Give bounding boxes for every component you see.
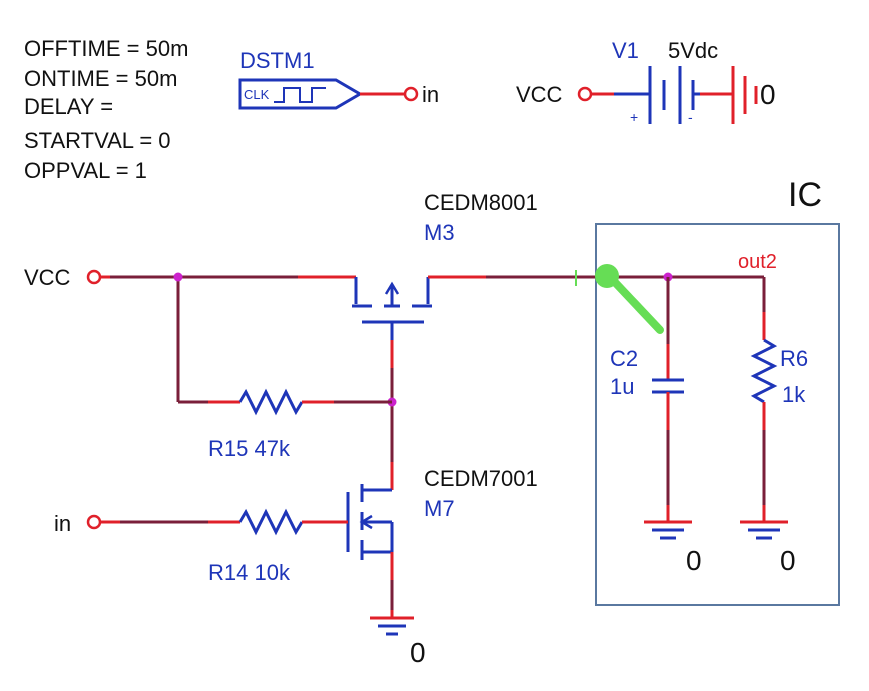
c2-ground-label: 0 [686,545,702,576]
offpage-connector-icon [86,514,102,530]
probe-shaft-icon [606,273,664,334]
resistor-zigzag-icon [238,508,304,536]
v1-ground-label: 0 [760,79,776,110]
stimulus-body [238,78,363,110]
v1-name: V1 [612,38,639,63]
stimulus-net-label: in [422,82,439,107]
offpage-connector-icon [86,269,102,285]
ic-box: IC [595,176,840,606]
m3-ref: M3 [424,220,455,245]
m7-nmos[interactable]: CEDM7001 M7 0 [346,466,538,668]
r14-ref: R14 [208,560,248,585]
r15-resistor[interactable]: R15 47k [208,388,392,461]
in-net-label: in [54,511,71,536]
dstm1-name: DSTM1 [240,48,315,73]
probe-tip-icon [595,264,619,288]
arrow-head-icon [359,514,373,530]
in-net: in [54,511,208,536]
ic-box-border [595,223,840,606]
arrow-head-icon [384,281,400,295]
stimulus-params: OFFTIME = 50m ONTIME = 50m DELAY = START… [24,36,188,183]
param-offtime: OFFTIME = 50m [24,36,188,61]
offpage-connector-icon [403,86,419,102]
r6-ground-label: 0 [780,545,796,576]
c2-value: 1u [610,374,634,399]
junction-dot [173,272,183,282]
vcc-net-label: VCC [24,265,71,290]
r6-ref: R6 [780,346,808,371]
v1-source[interactable]: V1 5Vdc VCC + - 0 [516,38,776,125]
vcc-net: VCC [24,265,356,404]
m7-ref: M7 [424,496,455,521]
out-net-label: out2 [738,251,777,273]
v1-net-label: VCC [516,82,563,107]
r14-resistor[interactable]: R14 10k [208,508,348,585]
param-delay: DELAY = [24,94,113,119]
minus-mark: - [688,109,693,125]
r14-label: R14 10k [208,560,291,585]
resistor-zigzag-icon [238,388,304,416]
r6-value: 1k [782,382,806,407]
clk-label: CLK [244,87,270,102]
v1-value: 5Vdc [668,38,718,63]
voltage-probe[interactable] [595,264,664,334]
param-oppval: OPPVAL = 1 [24,158,147,183]
param-startval: STARTVAL = 0 [24,128,171,153]
m7-ground-label: 0 [410,637,426,668]
r15-label: R15 47k [208,436,291,461]
c2-capacitor[interactable]: C2 1u 0 [610,277,702,576]
clock-wave-icon [274,87,326,103]
r6-resistor[interactable]: R6 1k 0 [740,277,808,576]
m3-pmos[interactable]: CEDM8001 M3 [352,190,538,368]
m3-part: CEDM8001 [424,190,538,215]
param-ontime: ONTIME = 50m [24,66,177,91]
plus-mark: + [630,109,638,125]
dstm1-stimulus[interactable]: DSTM1 CLK in [238,48,439,110]
resistor-zigzag-icon [750,338,778,404]
r14-value: 10k [254,560,290,585]
m7-part: CEDM7001 [424,466,538,491]
r15-value: 47k [254,436,290,461]
ic-label: IC [788,176,822,214]
c2-ref: C2 [610,346,638,371]
offpage-connector-icon [577,86,593,102]
r15-ref: R15 [208,436,248,461]
